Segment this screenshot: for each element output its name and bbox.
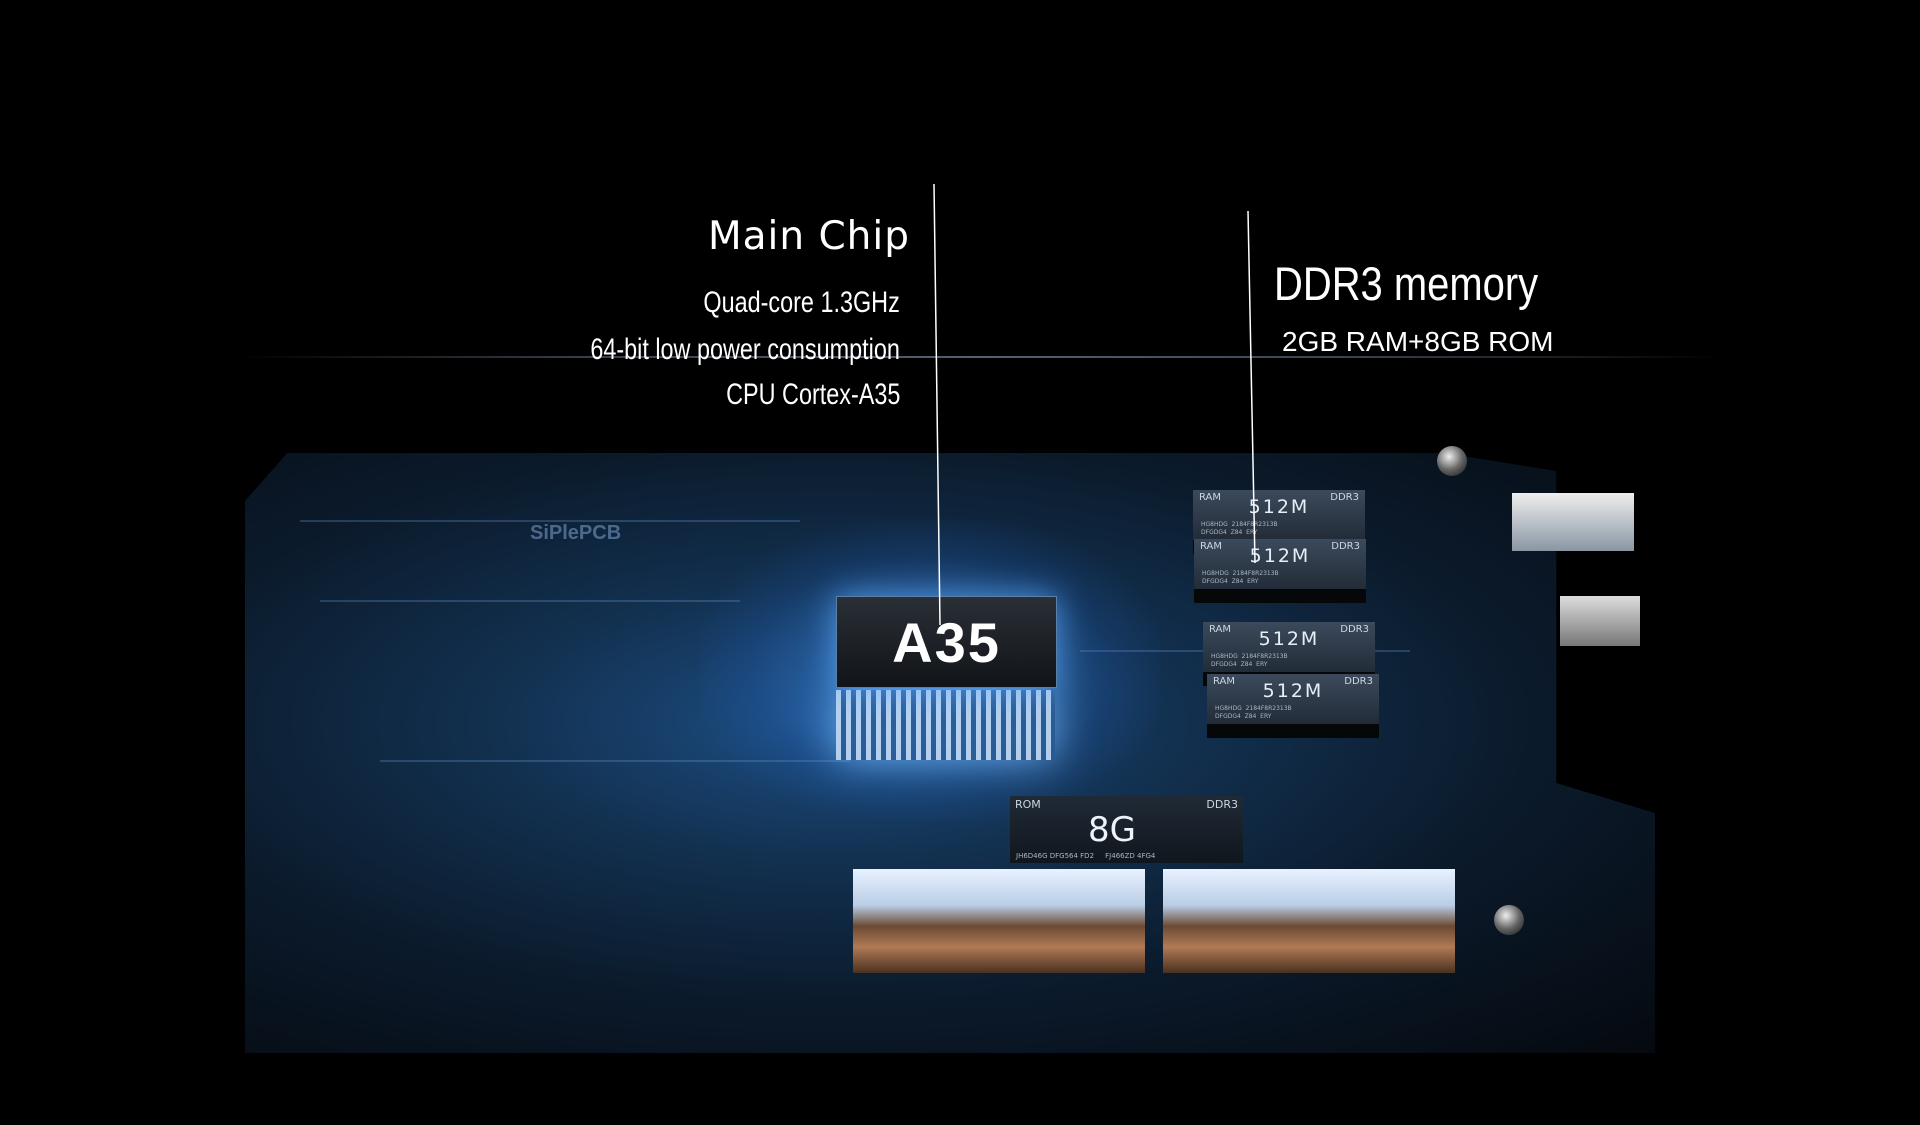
ribbon-connector [853, 869, 1145, 973]
ram-type: RAM [1199, 492, 1222, 503]
main-chip-title: Main Chip [707, 214, 910, 259]
ram-size: 512M [1249, 545, 1311, 567]
rom-code: JH6D46G DFG564 FD2 FJ466ZD 4FG4 [1016, 852, 1156, 860]
chip-pins [836, 690, 1055, 760]
ribbon-connector [1163, 869, 1455, 973]
ram-type: RAM [1200, 541, 1223, 552]
usb-port [1512, 493, 1634, 551]
shelf-edge [240, 356, 1720, 358]
ram-size: 512M [1258, 628, 1320, 650]
screw [1437, 446, 1467, 476]
memory-callout-line [1247, 210, 1256, 564]
ram-size: 512M [1262, 680, 1324, 702]
ram-type: RAM [1213, 676, 1236, 687]
ram-code: HG8HDG 2184F8R2313B DFGDG4 Z84 ERY [1211, 653, 1288, 668]
screw [1494, 905, 1524, 935]
ram-gen: DDR3 [1331, 541, 1360, 552]
trace [320, 600, 740, 602]
ram-code: HG8HDG 2184F8R2313B DFGDG4 Z84 ERY [1202, 570, 1279, 585]
main-chip-spec: Quad-core 1.3GHz [703, 286, 900, 319]
trace [380, 760, 850, 762]
main-chip-spec: CPU Cortex-A35 [725, 378, 900, 411]
a35-chip: A35 [836, 596, 1057, 688]
rom-chip: ROM DDR3 8G JH6D46G DFG564 FD2 FJ466ZD 4… [1010, 796, 1243, 863]
board-print: SiPlePCB [530, 522, 622, 544]
rom-size: 8G [1088, 810, 1136, 850]
port [1560, 596, 1640, 646]
ram-gen: DDR3 [1340, 624, 1369, 635]
trace [300, 520, 800, 522]
main-chip-callout-line [933, 183, 941, 626]
ram-chip: RAM DDR3 512M HG8HDG 2184F8R2313B DFGDG4… [1194, 539, 1366, 603]
ram-code: HG8HDG 2184F8R2313B DFGDG4 Z84 ERY [1215, 705, 1292, 720]
ram-gen: DDR3 [1344, 676, 1373, 687]
ram-chip: RAM DDR3 512M HG8HDG 2184F8R2313B DFGDG4… [1207, 674, 1379, 738]
rom-type: ROM [1015, 798, 1041, 811]
ram-type: RAM [1209, 624, 1232, 635]
rom-gen: DDR3 [1206, 798, 1238, 811]
memory-title: DDR3 memory [1274, 257, 1539, 310]
ram-gen: DDR3 [1330, 492, 1359, 503]
memory-spec: 2GB RAM+8GB ROM [1282, 326, 1554, 357]
ram-size: 512M [1248, 496, 1310, 518]
main-chip-spec: 64-bit low power consumption [590, 333, 900, 366]
